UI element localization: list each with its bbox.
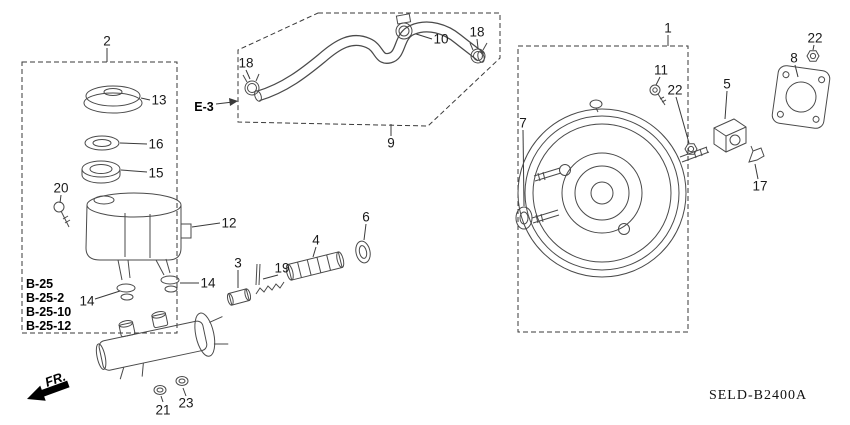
fr-direction-arrow-icon: FR. xyxy=(27,369,70,401)
fr-label: FR. xyxy=(43,369,68,390)
part-callout-16: 16 xyxy=(148,136,164,152)
group-boxes xyxy=(21,12,689,334)
booster-group-box xyxy=(517,45,689,333)
reservoir-group-box xyxy=(21,61,178,334)
ref-code: B-25 xyxy=(26,277,54,291)
part-callout-6: 6 xyxy=(362,209,370,225)
ref-code: B-25-12 xyxy=(26,319,72,333)
part-callout-8: 8 xyxy=(790,50,798,66)
ref-code: B-25-10 xyxy=(26,305,72,319)
part-callout-20: 20 xyxy=(53,180,69,196)
part-callout-18: 18 xyxy=(469,24,485,40)
part-callout-1: 1 xyxy=(664,20,672,36)
part-callout-17: 17 xyxy=(752,178,768,194)
part-callout-12: 12 xyxy=(221,215,237,231)
hose-group-box xyxy=(237,12,501,127)
vacuum-hose-drawing xyxy=(242,13,488,102)
e3-ref-label: E-3 xyxy=(194,100,214,114)
part-callout-23: 23 xyxy=(178,395,194,411)
booster-hardware-drawing xyxy=(649,50,831,163)
part-callout-7: 7 xyxy=(519,115,527,131)
part-callout-14: 14 xyxy=(200,275,216,291)
part-callout-22: 22 xyxy=(807,30,823,46)
diagram-code: SELD-B2400A xyxy=(708,388,808,403)
part-callout-5: 5 xyxy=(723,76,731,92)
part-callout-22: 22 xyxy=(667,82,683,98)
part-callout-3: 3 xyxy=(234,255,242,271)
part-callout-9: 9 xyxy=(387,135,395,151)
leader-lines xyxy=(59,32,815,403)
master-cylinder-assembly-drawing xyxy=(53,85,371,395)
part-callout-18: 18 xyxy=(238,55,254,71)
part-callout-21: 21 xyxy=(155,402,171,418)
brake-booster-drawing xyxy=(515,99,710,278)
part-callout-13: 13 xyxy=(151,92,167,108)
part-callout-4: 4 xyxy=(312,232,320,248)
part-callout-14: 14 xyxy=(79,293,95,309)
ref-code: B-25-2 xyxy=(26,291,65,305)
part-callout-2: 2 xyxy=(103,33,111,49)
e3-arrow-icon xyxy=(215,98,238,106)
part-callout-11: 11 xyxy=(653,62,669,78)
part-callout-19: 19 xyxy=(274,260,290,276)
part-callout-10: 10 xyxy=(433,31,449,47)
part-callout-15: 15 xyxy=(148,165,164,181)
